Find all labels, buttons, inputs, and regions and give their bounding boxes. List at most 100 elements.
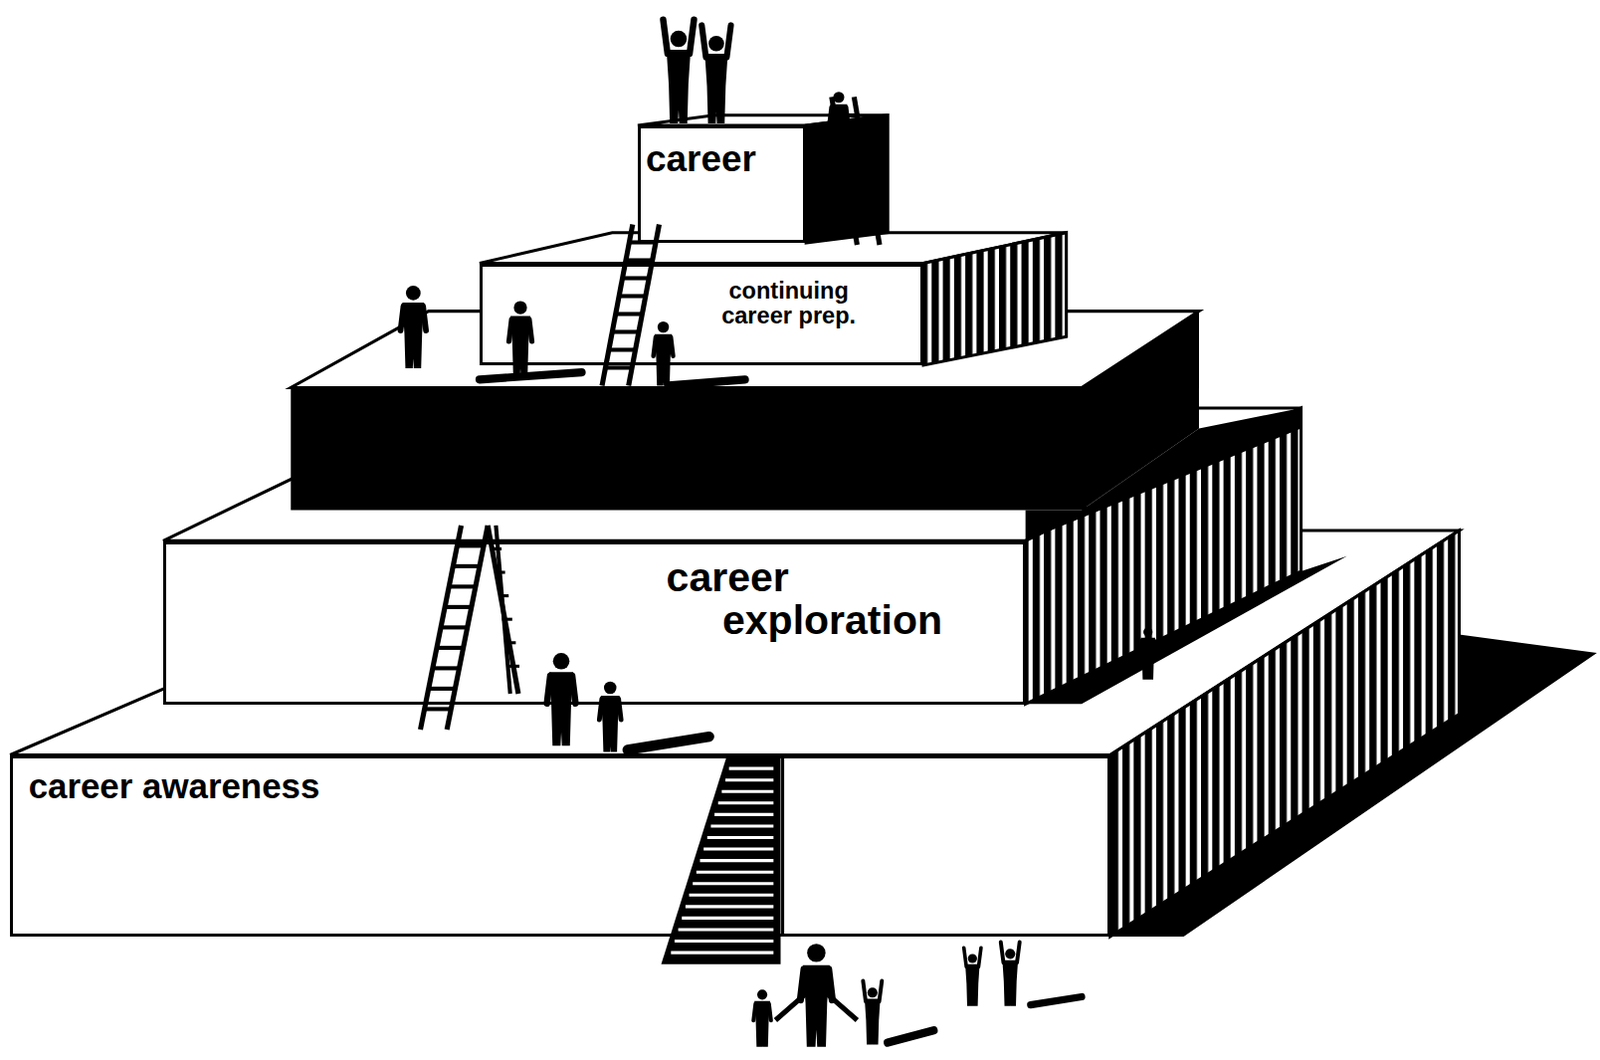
ladder-rung (604, 365, 632, 370)
person-arm (422, 306, 426, 332)
ladder-rung (498, 594, 509, 598)
person-figure (657, 321, 669, 333)
person-figure (513, 300, 527, 314)
ladder-rung (840, 150, 864, 155)
ladder-rung (492, 547, 502, 551)
stair-step (700, 858, 775, 862)
person-arm (1154, 639, 1157, 655)
ladder-rung (618, 293, 646, 298)
person-figure (755, 1001, 770, 1046)
person-arm (828, 969, 833, 1000)
person-arm (689, 19, 694, 54)
figure-shadow (887, 1029, 934, 1042)
person-figure (867, 987, 878, 998)
person-arm (879, 980, 883, 1001)
person-figure (1142, 638, 1155, 679)
ladder-rung (436, 645, 464, 650)
figure-shadow (627, 736, 710, 750)
person-figure (1004, 948, 1015, 959)
tier-label: career awareness (94, 768, 361, 805)
stair-step (678, 927, 775, 931)
staircase (661, 757, 782, 965)
stair-step (729, 767, 775, 771)
person-figure (705, 54, 727, 123)
ladder-rail (628, 224, 660, 387)
ladder-rung (844, 169, 868, 174)
person-arm (862, 980, 866, 1001)
person-arm (800, 969, 804, 1000)
holding-hands (775, 984, 857, 1020)
person-arm (662, 19, 667, 54)
ladder-rung (837, 131, 861, 136)
tier-side (923, 232, 1067, 366)
person-arm (726, 24, 731, 57)
ladder-rail (853, 96, 880, 245)
person-figure (553, 652, 571, 670)
stair-step (692, 881, 774, 885)
person-figure (603, 681, 617, 695)
person-figure (402, 303, 423, 368)
ladder-rung (850, 205, 874, 210)
person-arm (572, 675, 576, 704)
person-figure (550, 672, 573, 745)
dark-tier-front (290, 388, 1087, 511)
ladder-rung (834, 113, 858, 118)
ladder-rung (853, 223, 877, 228)
person-arm (400, 306, 404, 332)
person-figure (708, 35, 725, 52)
person-arm (529, 319, 533, 342)
ladder-rung (622, 275, 650, 280)
person-arm (618, 698, 622, 720)
ladder-rung (452, 564, 480, 569)
person-arm (701, 24, 706, 57)
person-arm (670, 337, 673, 357)
stair-step (703, 847, 774, 851)
cast-shadow (1025, 407, 1302, 541)
ladder-rung (440, 624, 468, 629)
person-arm (978, 947, 981, 967)
tier-label: career exploration (722, 556, 1018, 642)
tier-side (805, 115, 888, 243)
person-arm (508, 319, 512, 342)
person-arm (964, 947, 967, 967)
person-figure (601, 696, 619, 751)
person-figure (757, 989, 768, 1000)
ladder-rung (628, 239, 656, 244)
stair-step (725, 778, 774, 782)
ladder-rung (502, 617, 513, 621)
ladder-rail (601, 224, 633, 387)
ladder-rail (831, 96, 858, 245)
person-arm (828, 107, 831, 126)
person-figure (655, 335, 671, 386)
stair-step (696, 870, 774, 874)
ladder-rail (446, 525, 488, 730)
person-figure (405, 285, 421, 301)
ladder-rail (487, 525, 519, 694)
person-arm (547, 675, 551, 704)
figures-and-ladders (400, 19, 1157, 1046)
figure-shadow (668, 379, 746, 386)
stair-step (714, 812, 774, 816)
tier-block: career awareness (9, 755, 1111, 938)
person-arm (753, 1002, 756, 1020)
ladder-rung (428, 686, 456, 691)
person-arm (1000, 942, 1004, 964)
ladder-rung (505, 640, 517, 644)
stair-step (681, 916, 774, 920)
person-figure (865, 1000, 880, 1044)
person-arm (599, 698, 602, 720)
ladder-rung (444, 604, 472, 609)
ladder-rung (448, 584, 476, 589)
figure-shadow (1030, 996, 1082, 1004)
ladder-rung (611, 329, 639, 334)
person-arm (845, 107, 848, 126)
tier-block: career (637, 125, 806, 243)
person-figure (670, 30, 688, 48)
stair-step (689, 893, 775, 897)
person-figure (806, 943, 825, 962)
stair-step (710, 823, 774, 827)
person-figure (803, 966, 829, 1046)
ladder-rung (615, 311, 643, 316)
